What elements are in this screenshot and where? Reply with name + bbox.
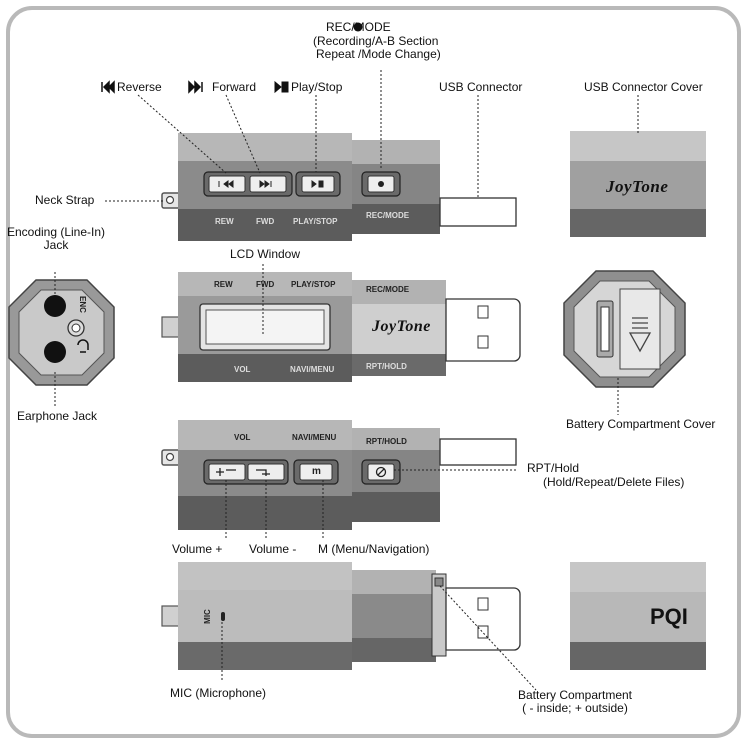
- rec-mode-print-2: REC/MODE: [366, 285, 410, 294]
- rpt-hold-callout-title: RPT/Hold: [527, 461, 580, 475]
- play-stop-print-1: PLAY/STOP: [293, 217, 338, 226]
- rec-mode-print-1: REC/MODE: [366, 211, 410, 220]
- rec-mode-callout-desc-2: Repeat /Mode Change): [316, 47, 441, 61]
- rpt-hold-print-3: RPT/HOLD: [366, 437, 407, 446]
- rec-mode-callout-title: REC/MODE: [326, 20, 391, 34]
- fwd-print-2: FWD: [256, 280, 275, 289]
- leader-lines: [54, 70, 639, 691]
- usb-cover-brand-view: [570, 131, 706, 237]
- navi-menu-print-2: NAVI/MENU: [290, 365, 335, 374]
- menu-navigation-callout: M (Menu/Navigation): [318, 542, 430, 556]
- volume-minus-callout: Volume -: [249, 542, 297, 556]
- brand-logo-lcd: JoyTone: [372, 318, 431, 335]
- lcd-window-callout: LCD Window: [230, 247, 301, 261]
- battery-cover-callout: Battery Compartment Cover: [566, 417, 716, 431]
- rew-print-1: REW: [215, 217, 234, 226]
- forward-callout: Forward: [212, 80, 257, 94]
- usb-connector-callout: USB Connector: [439, 80, 523, 94]
- battery-compartment-callout-2: ( - inside; + outside): [522, 701, 628, 715]
- battery-cover-view: [563, 270, 686, 388]
- mic-callout: MIC (Microphone): [170, 686, 267, 700]
- encoding-jack-callout-2: Jack: [43, 238, 69, 252]
- rew-print-2: REW: [214, 280, 233, 289]
- pqi-logo: PQI: [650, 604, 688, 629]
- rec-mode-callout-desc-1: (Recording/A-B Section: [313, 34, 439, 48]
- play-stop-print-2: PLAY/STOP: [291, 280, 336, 289]
- device-lcd-view: [161, 272, 521, 382]
- navi-menu-print-3: NAVI/MENU: [292, 433, 337, 442]
- play-stop-callout: Play/Stop: [291, 80, 343, 94]
- rpt-hold-print-2: RPT/HOLD: [366, 362, 407, 371]
- mic-print: MIC: [202, 609, 212, 624]
- m-button-print: m: [312, 466, 321, 477]
- brand-logo-cover: JoyTone: [606, 177, 669, 196]
- earphone-jack-callout: Earphone Jack: [17, 409, 98, 423]
- battery-compartment-callout-1: Battery Compartment: [517, 688, 633, 702]
- side-jack-view: [8, 279, 115, 386]
- volume-plus-callout: Volume +: [172, 542, 223, 556]
- usb-cover-pqi-view: [570, 562, 706, 670]
- callout-glyphs: [101, 80, 289, 94]
- outer-frame: [6, 6, 741, 738]
- enc-print: ENC: [77, 296, 87, 313]
- usb-connector-cover-callout: USB Connector Cover: [584, 80, 703, 94]
- fwd-print-1: FWD: [256, 217, 275, 226]
- rec-dot-icon: [353, 22, 363, 32]
- vol-print-2: VOL: [234, 365, 251, 374]
- neck-strap-callout: Neck Strap: [35, 193, 95, 207]
- reverse-callout: Reverse: [117, 80, 162, 94]
- device-mic-view: [161, 562, 521, 670]
- device-control-view: [161, 420, 517, 530]
- rpt-hold-callout-desc: (Hold/Repeat/Delete Files): [543, 475, 685, 489]
- encoding-jack-callout-1: Encoding (Line-In): [6, 225, 106, 239]
- vol-print-3: VOL: [234, 433, 251, 442]
